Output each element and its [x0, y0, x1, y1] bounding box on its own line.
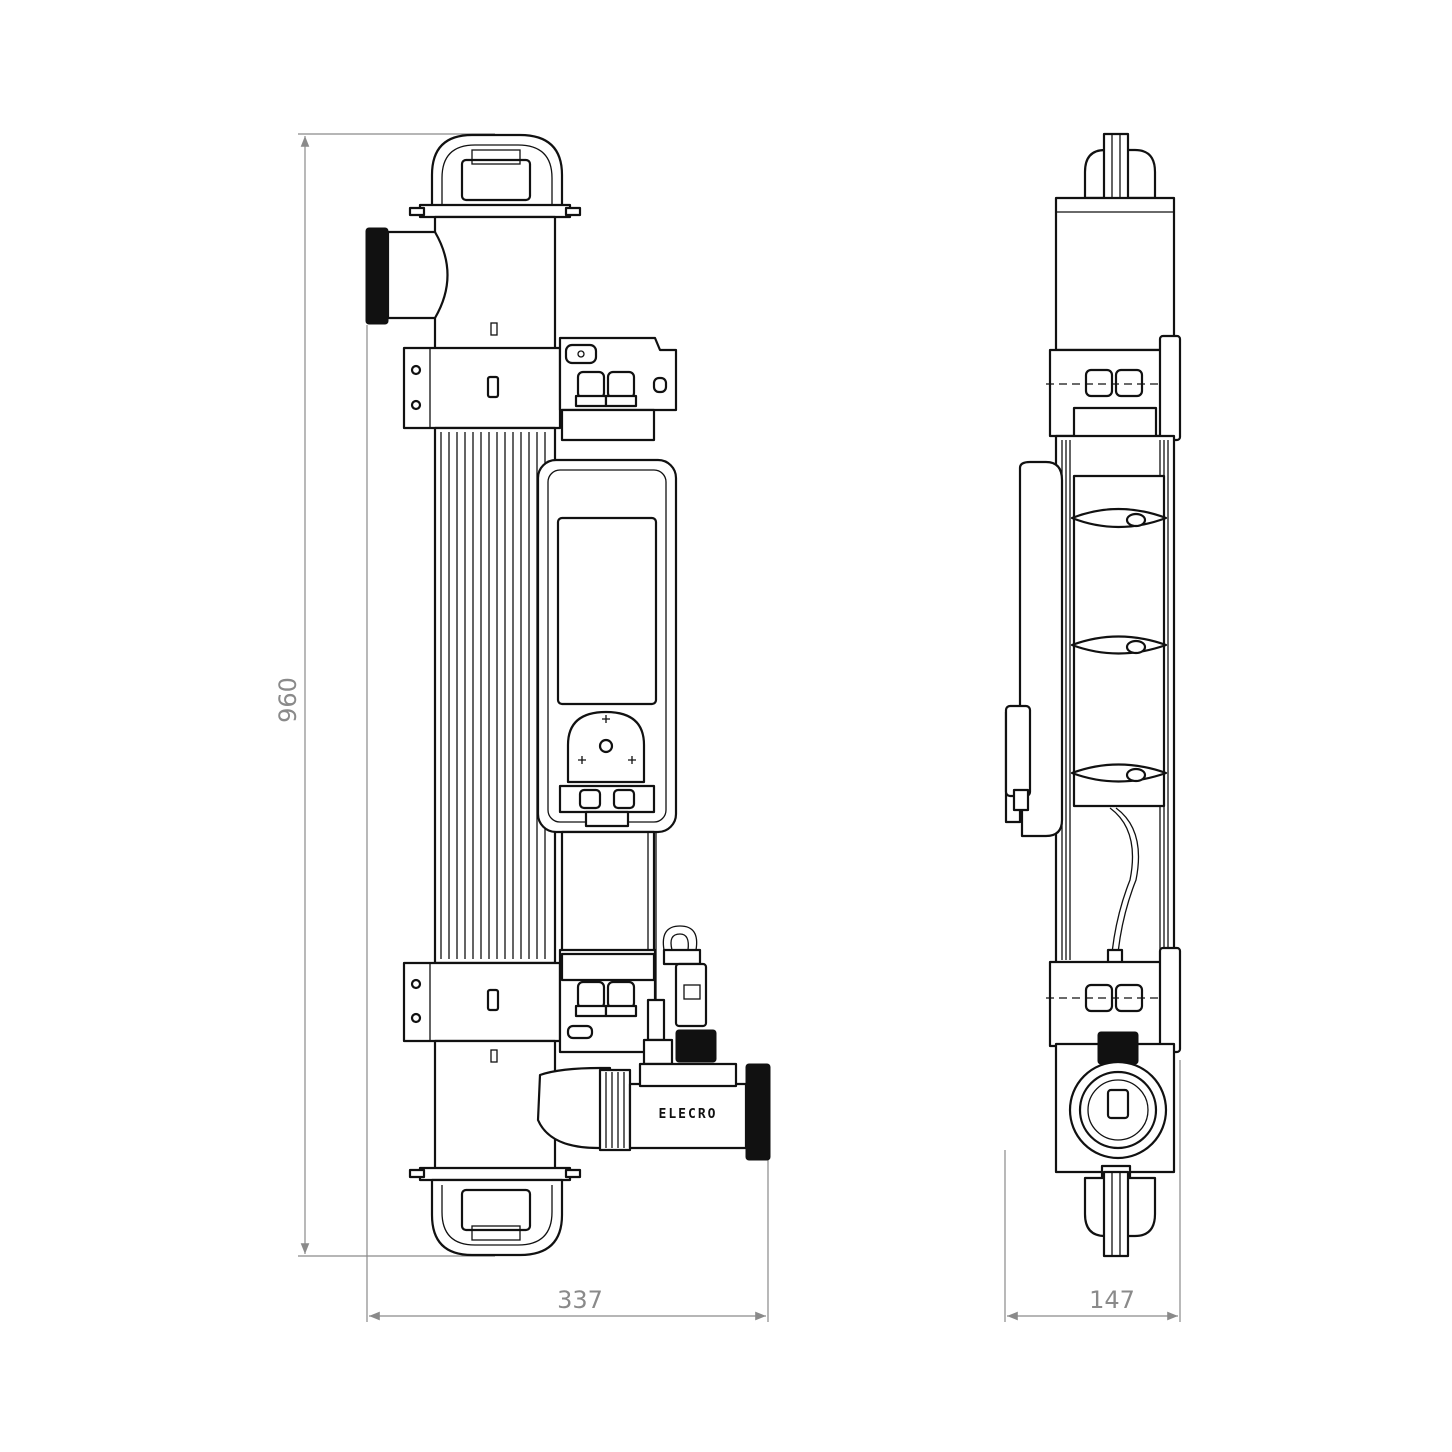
front-upper-housing	[433, 215, 557, 351]
front-upper-junction-box	[558, 336, 678, 442]
side-bottom-cap	[1083, 1164, 1157, 1258]
front-view: ELECRO	[365, 133, 771, 1257]
height-dimension-label: 960	[274, 677, 302, 723]
front-bottom-cap	[408, 1166, 582, 1257]
front-width-dimension: 337	[366, 325, 769, 1322]
side-upper-clamp	[1046, 334, 1182, 442]
display-screen	[556, 516, 658, 706]
side-control-unit	[1004, 460, 1064, 838]
front-lower-junction-box	[558, 948, 657, 1054]
front-lower-clamp	[402, 961, 562, 1043]
front-sensor-assembly	[642, 925, 717, 1066]
front-lower-housing	[433, 1039, 557, 1171]
side-upper-housing	[1054, 196, 1176, 352]
front-outlet-pipe: ELECRO	[536, 1062, 771, 1161]
side-lower-housing	[1054, 1031, 1176, 1174]
side-width-dimension-label: 147	[1089, 1286, 1135, 1314]
height-dimension: 960	[274, 133, 495, 1257]
side-view	[1004, 132, 1182, 1258]
brand-label: ELECRO	[659, 1107, 718, 1122]
side-width-dimension: 147	[1004, 1060, 1181, 1322]
front-lower-pipe	[560, 830, 656, 954]
front-top-cap	[408, 133, 582, 219]
front-upper-clamp	[402, 346, 562, 430]
front-control-unit	[536, 458, 678, 834]
side-inner-cell	[1070, 474, 1168, 808]
front-inlet-pipe	[365, 227, 449, 325]
front-ribbed-tube	[433, 426, 557, 965]
front-width-dimension-label: 337	[557, 1286, 603, 1314]
